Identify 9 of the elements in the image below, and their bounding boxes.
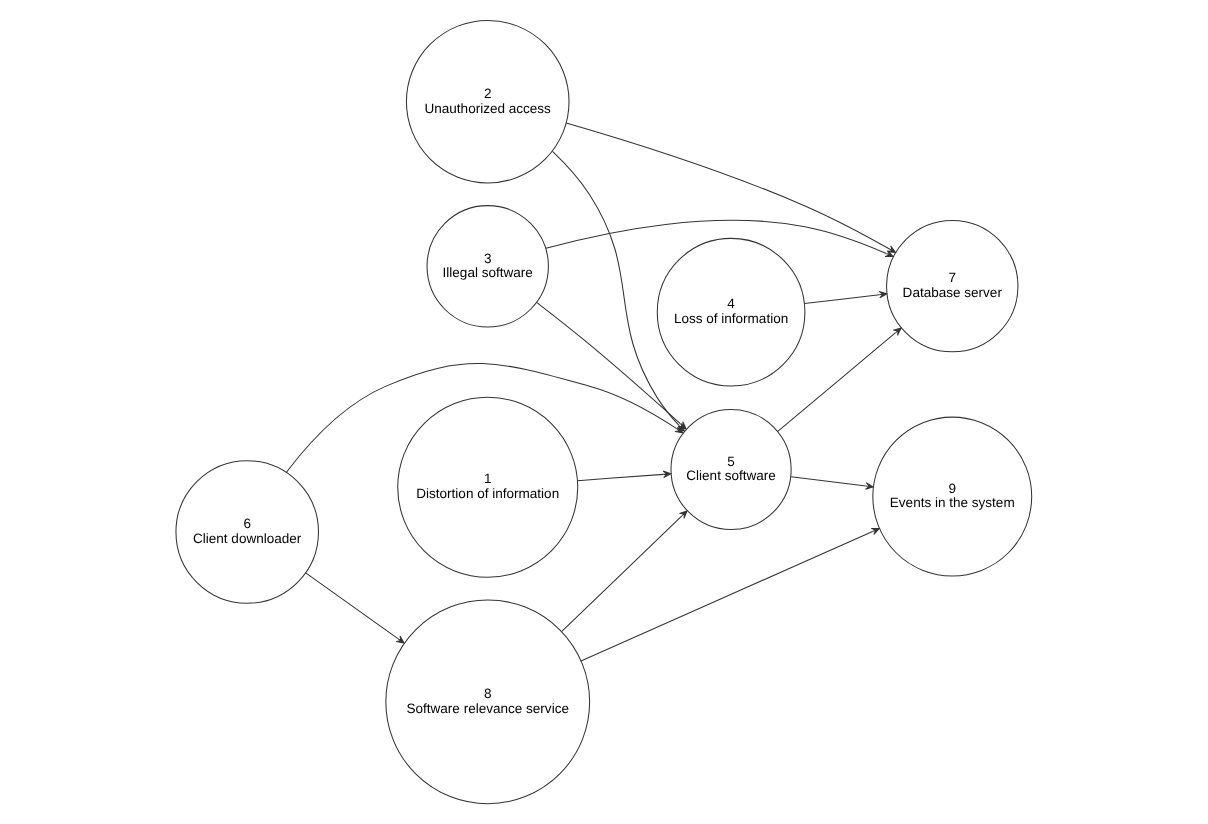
arrow <box>577 470 672 482</box>
arrow <box>561 510 688 632</box>
arrow <box>305 572 405 644</box>
arrow <box>803 290 888 305</box>
arrow <box>777 327 902 432</box>
arrow <box>545 219 894 258</box>
arrow <box>790 476 874 490</box>
arrow <box>580 527 880 662</box>
arrow <box>565 122 896 253</box>
